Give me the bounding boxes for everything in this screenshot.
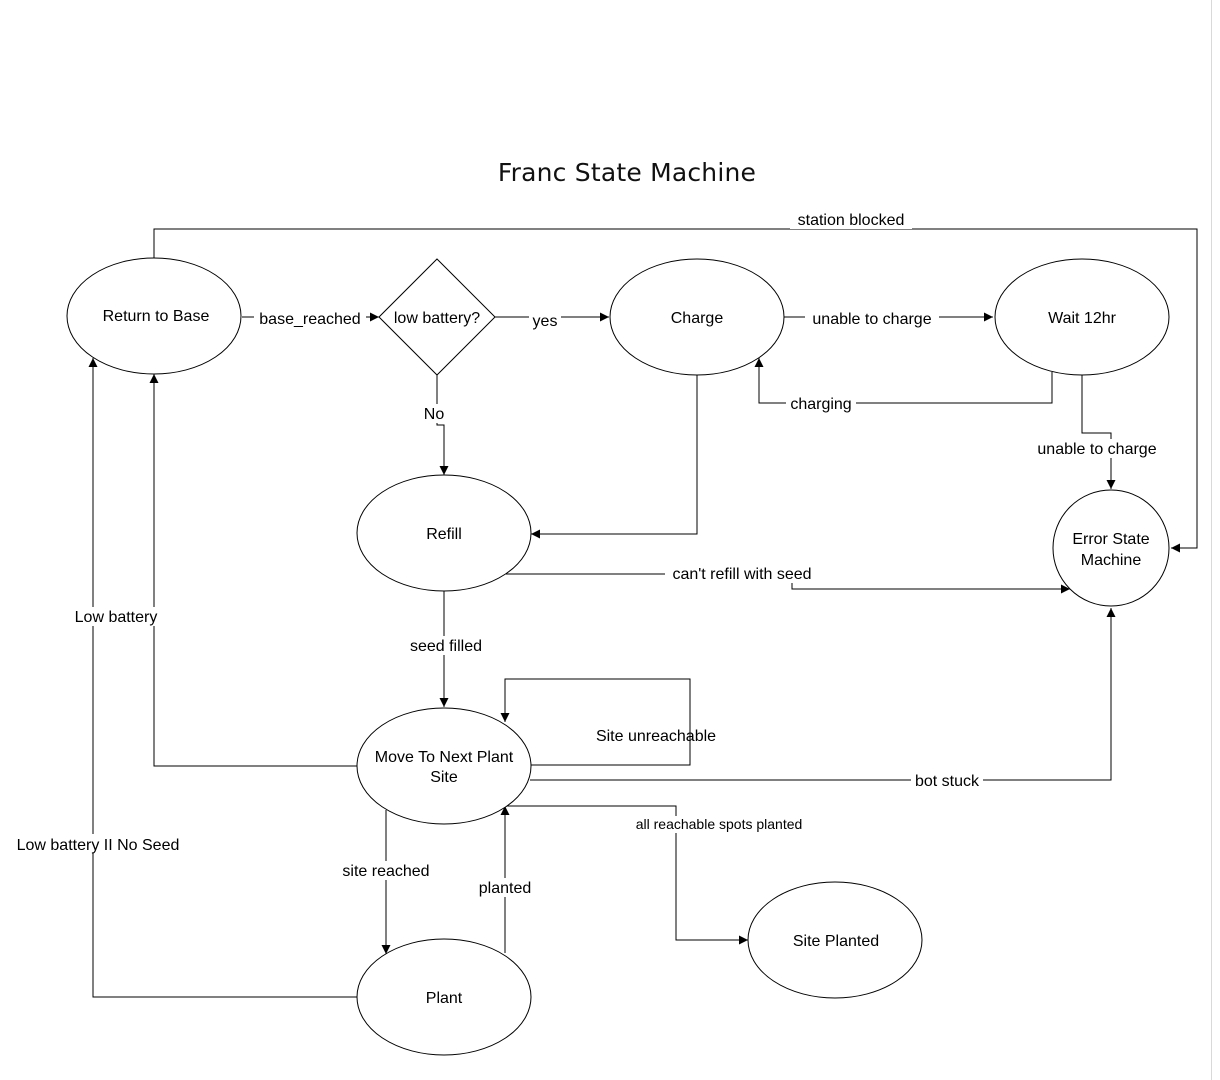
edge-bot-stuck	[530, 608, 1116, 781]
edge-label-cant-refill: can't refill with seed	[672, 566, 811, 583]
edge-label-all-reachable: all reachable spots planted	[636, 816, 803, 832]
edge-charge-to-refill	[531, 374, 698, 539]
node-label-move-line-1: Move To Next Plant	[375, 749, 514, 766]
edge-label-seed-filled: seed filled	[410, 638, 482, 655]
node-move-to-next-plant-site	[356, 707, 532, 825]
node-low-battery-check	[378, 258, 496, 376]
node-label-error-state-line-1: Error State	[1072, 531, 1149, 548]
node-site-planted	[747, 881, 923, 999]
node-label-plant: Plant	[426, 990, 463, 1007]
edge-low-battery	[149, 374, 357, 767]
edge-label-yes: yes	[533, 313, 558, 330]
edge-label-low-battery: Low battery	[75, 609, 158, 626]
edge-no	[436, 374, 449, 475]
node-refill	[356, 474, 532, 592]
edge-site-unreachable	[500, 678, 691, 766]
diagram-title: Franc State Machine	[497, 158, 757, 187]
edge-label-site-unreachable: Site unreachable	[596, 728, 716, 745]
node-label-refill: Refill	[426, 526, 462, 543]
edge-all-reachable	[507, 805, 748, 945]
page-edge-line	[1211, 0, 1212, 1080]
edge-label-base-reached: base_reached	[259, 311, 360, 328]
edge-label-planted: planted	[479, 880, 532, 897]
edge-station-blocked	[153, 228, 1198, 553]
node-label-error-state-line-2: Machine	[1081, 552, 1142, 569]
edge-label-unable-to-charge-2: unable to charge	[1037, 441, 1156, 458]
edge-low-battery-no-seed	[88, 358, 357, 998]
edge-unable-to-charge-2	[1081, 373, 1116, 489]
edge-label-no: No	[424, 406, 445, 423]
node-label-wait-12hr: Wait 12hr	[1048, 310, 1117, 327]
node-label-site-planted: Site Planted	[793, 933, 879, 950]
node-label-charge: Charge	[671, 310, 724, 327]
node-label-return-to-base: Return to Base	[103, 308, 210, 325]
node-plant	[356, 938, 532, 1056]
node-return-to-base	[66, 257, 242, 375]
node-label-low-battery-check: low battery?	[394, 310, 480, 327]
node-charge	[609, 258, 785, 376]
node-error-state-machine	[1052, 489, 1170, 607]
edge-label-station-blocked: station blocked	[798, 212, 905, 229]
edge-label-unable-to-charge-1: unable to charge	[812, 311, 931, 328]
node-wait-12hr	[994, 258, 1170, 376]
edge-label-bot-stuck: bot stuck	[915, 773, 980, 790]
edge-label-site-reached: site reached	[342, 863, 429, 880]
edge-label-low-battery-no-seed: Low battery II No Seed	[17, 837, 180, 854]
edge-label-charging: charging	[790, 396, 851, 413]
edge-charging	[754, 358, 1053, 404]
node-label-move-line-2: Site	[430, 769, 458, 786]
